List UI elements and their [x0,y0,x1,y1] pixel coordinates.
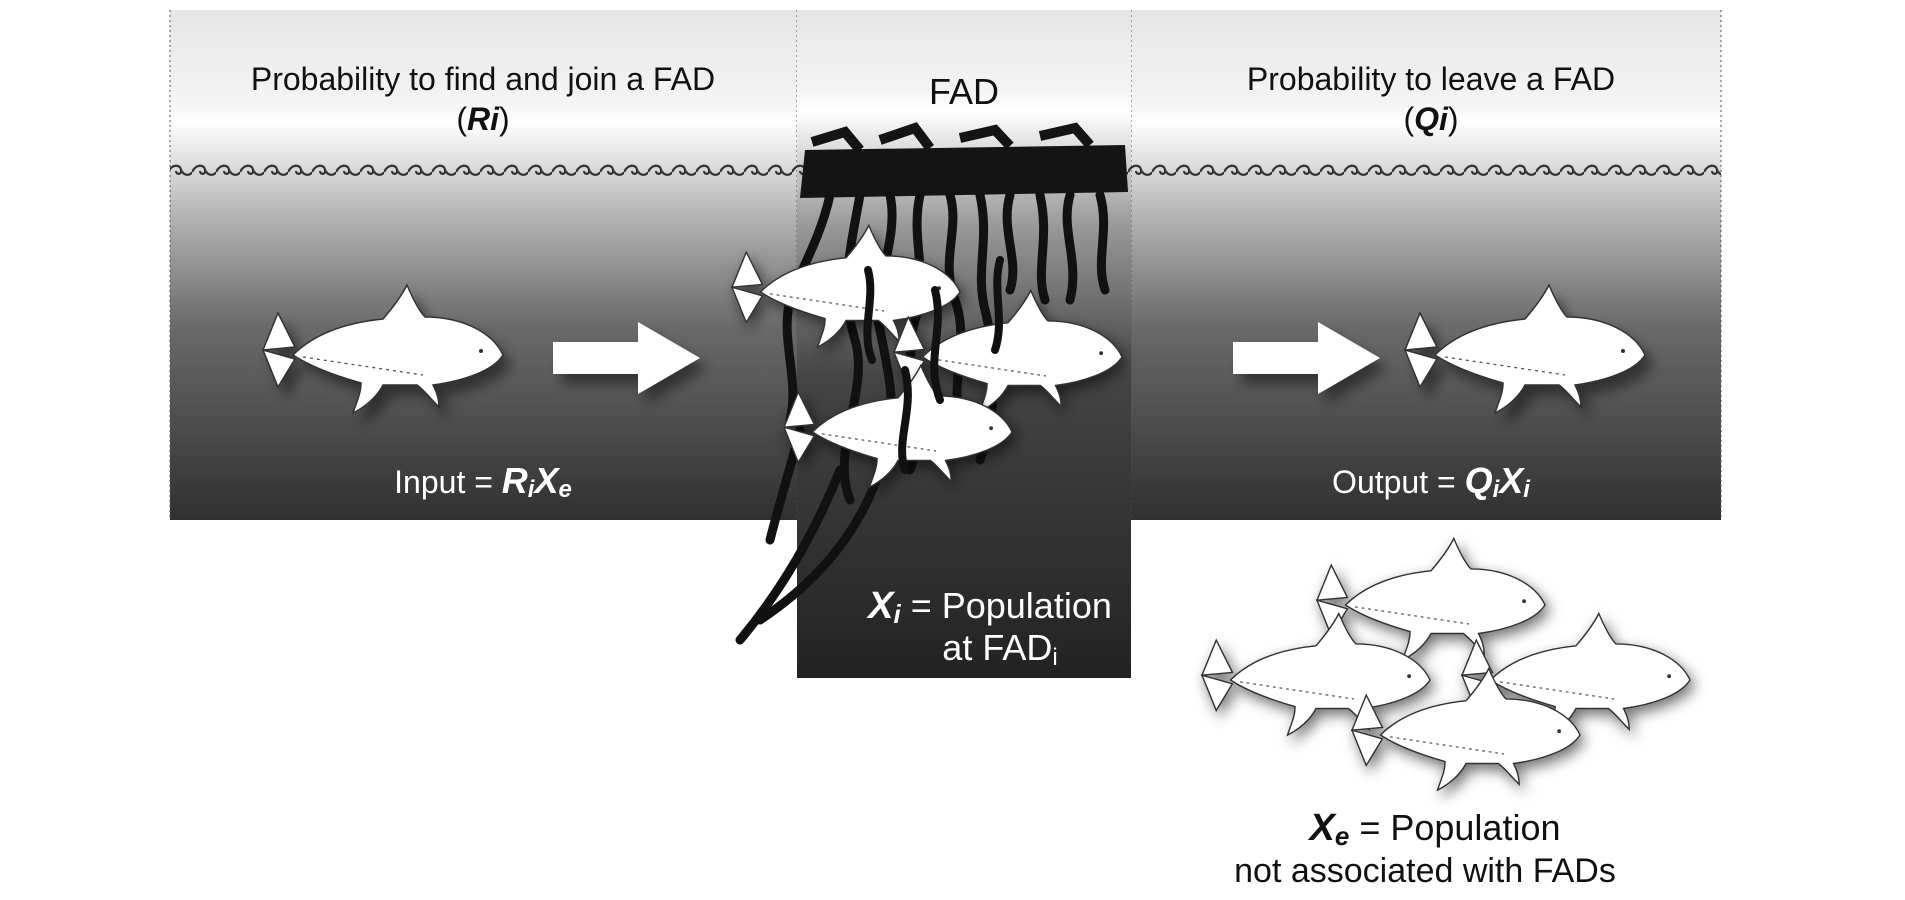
right-panel [1131,10,1721,520]
fad-title: FAD [929,71,999,112]
fad-streamers-front [863,256,1004,474]
fad-population-label-line2: at FADi [942,627,1057,671]
left-panel-symbol: (Ri) [456,101,509,137]
output-equation: Output = QiXi [1332,460,1531,503]
right-panel-title: Probability to leave a FAD [1247,61,1615,97]
left-panel [170,10,797,520]
left-panel-title: Probability to find and join a FAD [251,61,715,97]
right-panel-symbol: (Qi) [1403,101,1458,137]
arrow-right-icon-right [1233,322,1380,394]
fad-population-label: Xi = Population [866,585,1112,629]
arrow-right-icon-left [553,322,700,394]
input-equation: Input = RiXe [394,460,572,503]
free-population-label-line2: not associated with FADs [1234,852,1616,890]
tuna-school-icon [1201,537,1691,791]
free-population-label: Xe = Population [1308,807,1561,851]
